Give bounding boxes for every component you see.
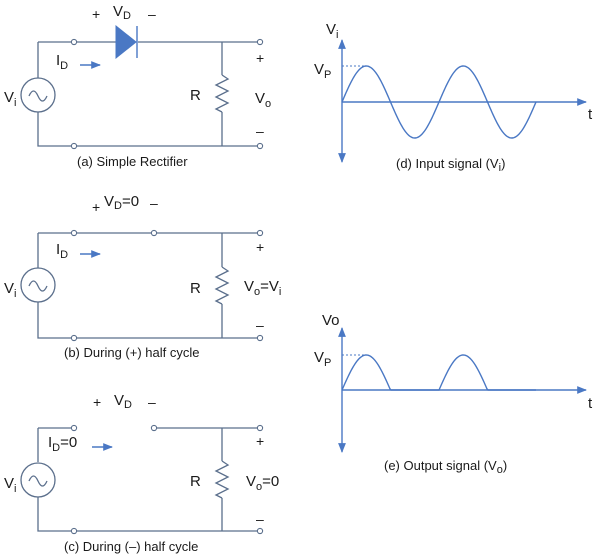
id-label: ID <box>56 52 68 72</box>
vd-label: VD=0 <box>104 193 139 212</box>
r-label: R <box>190 473 201 490</box>
terminals <box>70 424 264 535</box>
vi-label: Vi <box>4 89 16 109</box>
terminals <box>70 38 264 150</box>
vd-plus: + <box>92 199 100 215</box>
vd-plus: + <box>93 394 101 410</box>
input-wave <box>341 65 537 139</box>
vi-label: Vi <box>4 280 16 300</box>
vd-minus: – <box>150 195 158 211</box>
out-plus: + <box>256 433 264 449</box>
r-label: R <box>190 280 201 297</box>
out-plus: + <box>256 239 264 255</box>
caption-e: (e) Output signal (Vo) <box>384 458 507 476</box>
vi-label: Vi <box>4 475 16 495</box>
t-label: t <box>588 106 593 123</box>
out-minus: – <box>256 123 264 139</box>
out-minus: – <box>256 317 264 333</box>
vd-label: VD <box>114 392 132 411</box>
y-axis-label: Vi <box>326 21 338 41</box>
vd-minus: – <box>148 394 156 410</box>
resistor-icon <box>214 74 230 113</box>
circuit-b: + VD=0 – ID Vi R + Vo=Vi – (b) During (+… <box>4 193 281 360</box>
output-wave <box>341 354 536 391</box>
output-signal-plot: Vo VP t (e) Output signal (Vo) <box>314 312 593 476</box>
vd-minus: – <box>148 6 156 22</box>
resistor-icon <box>214 460 230 499</box>
vo-label: Vo=0 <box>246 473 279 493</box>
vd-label: VD <box>113 3 131 22</box>
input-signal-plot: Vi VP t (d) Input signal (Vi) <box>314 21 593 174</box>
circuit-c: + VD – ID=0 Vi R + Vo=0 – (c) During (–)… <box>4 392 279 554</box>
y-axis-label: Vo <box>322 312 340 329</box>
caption-b: (b) During (+) half cycle <box>64 345 199 360</box>
ac-source-icon <box>20 267 56 303</box>
vp-label: VP <box>314 61 331 81</box>
circuit-a: + VD – ID Vi R + Vo – (a) Simple Rectifi… <box>4 3 271 169</box>
vp-label: VP <box>314 349 331 369</box>
vo-label: Vo <box>255 90 271 110</box>
out-plus: + <box>256 50 264 66</box>
out-minus: – <box>256 511 264 527</box>
id-label: ID=0 <box>48 434 77 454</box>
id-label: ID <box>56 241 68 261</box>
t-label: t <box>588 395 593 412</box>
caption-c: (c) During (–) half cycle <box>64 539 198 554</box>
vd-plus: + <box>92 6 100 22</box>
ac-source-icon <box>20 77 56 113</box>
vo-label: Vo=Vi <box>244 278 281 298</box>
ac-source-icon <box>20 462 56 498</box>
diode-icon <box>115 24 138 60</box>
caption-a: (a) Simple Rectifier <box>77 154 188 169</box>
terminals <box>70 229 264 342</box>
r-label: R <box>190 87 201 104</box>
resistor-icon <box>214 266 230 305</box>
caption-d: (d) Input signal (Vi) <box>396 156 505 174</box>
